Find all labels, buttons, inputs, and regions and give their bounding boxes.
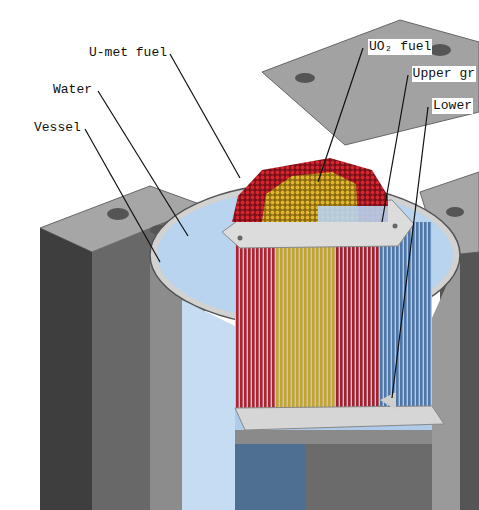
part-label: U-met fuel	[88, 45, 168, 61]
support-block	[305, 444, 432, 510]
fuel-rod	[412, 222, 415, 408]
leader-line	[98, 91, 188, 236]
u-met-fuel-top	[232, 158, 388, 222]
part-label: Upper gr	[412, 66, 476, 82]
fuel-rod	[356, 222, 359, 408]
bolt-hole	[295, 73, 315, 83]
fuel-rods	[236, 222, 431, 408]
cut-notch	[318, 206, 388, 222]
fuel-rod	[376, 222, 379, 408]
fuel-rod	[368, 222, 371, 408]
grid-support	[380, 392, 396, 410]
vessel-bottom	[235, 430, 432, 444]
fuel-rod	[236, 222, 239, 408]
fuel-rod	[372, 222, 375, 408]
block-top	[262, 20, 479, 145]
fuel-rod	[320, 222, 323, 408]
lower-grid	[235, 406, 444, 430]
fuel-rod	[396, 222, 399, 408]
part-label: Water	[52, 82, 93, 98]
part-label: Lower	[432, 98, 473, 114]
fuel-rod	[380, 222, 383, 408]
fuel-rod	[360, 222, 363, 408]
fuel-rod	[312, 222, 315, 408]
fuel-rod	[416, 222, 419, 408]
fuel-rod	[308, 222, 311, 408]
fuel-rod	[420, 222, 423, 408]
fuel-rod	[256, 222, 259, 408]
fuel-rod	[384, 222, 387, 408]
leader-line	[170, 54, 240, 178]
bolt-hole	[446, 207, 464, 217]
fuel-rod	[336, 222, 339, 408]
part-label: Vessel	[33, 120, 82, 136]
fuel-rod	[268, 222, 271, 408]
fuel-rod	[284, 222, 287, 408]
fuel-rod	[332, 222, 335, 408]
water-section	[235, 222, 432, 510]
fuel-rod	[248, 222, 251, 408]
fuel-rod	[296, 222, 299, 408]
fuel-rod	[288, 222, 291, 408]
block-face	[40, 228, 92, 510]
fuel-rod	[340, 222, 343, 408]
leader-line	[382, 75, 408, 222]
fuel-rod	[316, 222, 319, 408]
fuel-rod	[344, 222, 347, 408]
fuel-rod	[324, 222, 327, 408]
fuel-rod	[352, 222, 355, 408]
fuel-rod	[264, 222, 267, 408]
grid-hole	[393, 224, 398, 229]
fuel-rod	[300, 222, 303, 408]
fuel-rod	[244, 222, 247, 408]
leader-line	[392, 107, 428, 398]
leader-line	[85, 129, 160, 262]
fuel-rod	[404, 222, 407, 408]
fuel-rod	[428, 222, 431, 408]
fuel-rod	[348, 222, 351, 408]
fuel-rod	[260, 222, 263, 408]
fuel-rod	[304, 222, 307, 408]
bolt-hole	[107, 208, 129, 220]
fuel-rod	[424, 222, 427, 408]
fuel-rod	[240, 222, 243, 408]
fuel-rod	[328, 222, 331, 408]
fuel-rod	[280, 222, 283, 408]
leader-line	[318, 48, 363, 182]
grid-hole	[238, 236, 243, 241]
fuel-rod	[388, 222, 391, 408]
fuel-rod	[272, 222, 275, 408]
fuel-rod	[292, 222, 295, 408]
water-section	[182, 300, 235, 510]
bottom-water	[235, 444, 305, 510]
fuel-rod	[276, 222, 279, 408]
fuel-rod	[252, 222, 255, 408]
fuel-rod	[364, 222, 367, 408]
part-label: UO₂ fuel	[368, 39, 432, 55]
